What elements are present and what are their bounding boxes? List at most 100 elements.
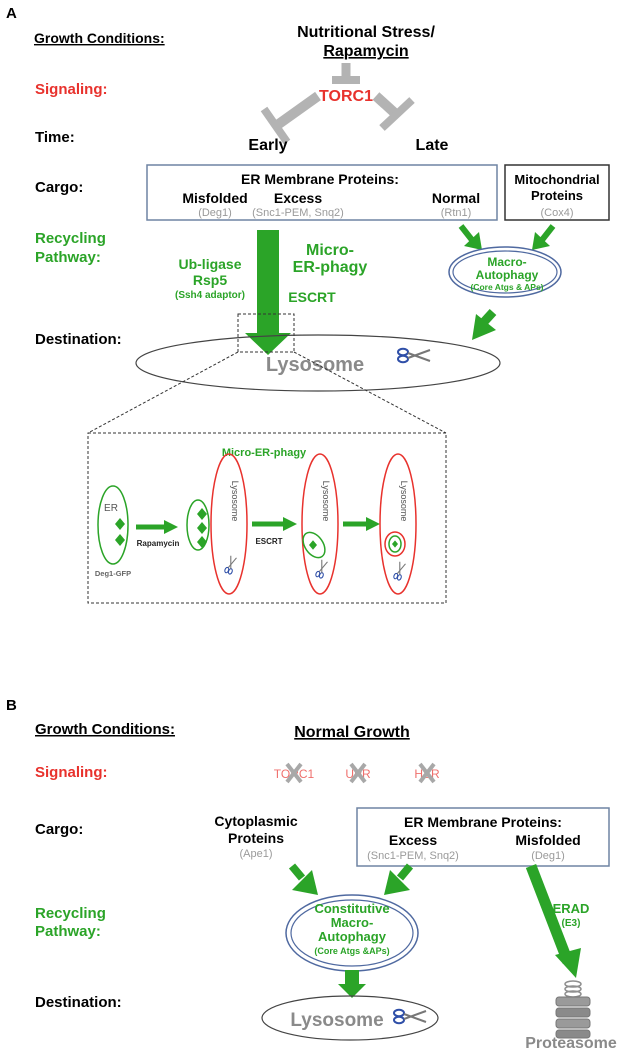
b-cyto-sub: (Ape1): [239, 848, 272, 860]
inset-er-label: ER: [104, 503, 118, 514]
inset-lysosome-1: [210, 453, 248, 595]
inset-deg1-icon-4: [197, 522, 207, 534]
a-torc1-label: TORC1: [319, 88, 373, 105]
b-er-membrane-box: [356, 807, 610, 867]
a-mito-label-2: Proteins: [531, 188, 583, 203]
b-macro-label-3: Autophagy: [318, 929, 387, 944]
autophagy-to-lysosome-arrow-icon: [472, 308, 497, 340]
normal-to-autophagy-arrow-icon: [458, 224, 482, 250]
inset-lysosome-3: [379, 453, 417, 595]
inset-rapamycin-arrow-icon: [136, 520, 178, 534]
inset-invagination-icon: [302, 531, 326, 559]
inset-er-docked-icon: [186, 499, 210, 551]
b-cyto-to-autophagy-arrow-icon: [288, 863, 318, 895]
inset-escrt-label: ESCRT: [255, 537, 282, 546]
b-signal-hsr-cross-icon: [418, 762, 436, 784]
b-signal-upr-cross-icon: [349, 762, 367, 784]
b-signaling-label: Signaling:: [35, 764, 108, 781]
a-macro-label-1: Macro-: [487, 255, 526, 269]
mito-to-autophagy-arrow-icon: [532, 224, 556, 250]
a-mito-sub: (Cox4): [540, 207, 573, 219]
b-scissors-icon: [393, 1008, 427, 1025]
micro-er-phagy-arrow-icon: [245, 230, 291, 355]
torc1-inhibits-early-icon: [260, 91, 321, 145]
b-cargo-label: Cargo:: [35, 821, 83, 838]
a-time-label: Time:: [35, 129, 75, 146]
a-misfolded-sub: (Deg1): [198, 207, 232, 219]
b-excess-sub: (Snc1-PEM, Snq2): [367, 850, 459, 862]
a-micro-label-1: Micro-: [306, 242, 354, 259]
inset-vesicle-inner-icon: [388, 535, 402, 553]
panel-b-label: B: [6, 697, 17, 714]
panel-a-label: A: [6, 5, 17, 22]
a-pathway-label-1: Recycling: [35, 230, 106, 247]
b-erad-label: ERAD: [553, 901, 590, 916]
a-signaling-label: Signaling:: [35, 81, 108, 98]
a-normal-label: Normal: [432, 190, 480, 206]
b-excess-to-autophagy-arrow-icon: [384, 863, 414, 895]
b-erad-arrow-icon: [525, 864, 581, 978]
a-excess-sub: (Snc1-PEM, Snq2): [252, 207, 344, 219]
b-normal-growth-label: Normal Growth: [294, 724, 410, 741]
b-cyto-label-1: Cytoplasmic: [214, 813, 297, 829]
inset-er-icon: [97, 485, 129, 565]
a-cargo-label: Cargo:: [35, 179, 83, 196]
b-destination-label: Destination:: [35, 994, 122, 1011]
a-scissors-icon: [397, 347, 431, 364]
inset-box: [87, 432, 447, 604]
torc1-inhibits-late-icon: [372, 92, 415, 131]
inset-deg1-icon-1: [115, 518, 125, 530]
a-escrt-label: ESCRT: [288, 289, 336, 305]
b-macro-sub: (Core Atgs &APs): [314, 946, 389, 956]
a-early-label: Early: [248, 137, 287, 154]
a-lysosome-label: Lysosome: [266, 354, 364, 376]
a-macro-sub: (Core Atgs & APs): [470, 282, 543, 292]
b-growth-label: Growth Conditions:: [35, 721, 175, 738]
b-pathway-label-1: Recycling: [35, 905, 106, 922]
inset-scissors-icon-3: [392, 560, 407, 582]
b-lysosome-ellipse: [261, 995, 439, 1041]
b-macro-label-2: Macro-: [331, 915, 374, 930]
a-mito-box: [504, 164, 610, 221]
a-stress-text-1: Nutritional Stress/: [297, 24, 435, 41]
inset-lysosome-3-label: Lysosome: [399, 481, 409, 522]
a-zoom-line-left: [87, 351, 239, 434]
inset-rapamycin-label: Rapamycin: [137, 539, 180, 548]
inset-lysosome-2-label: Lysosome: [321, 481, 331, 522]
a-destination-label: Destination:: [35, 331, 122, 348]
a-excess-label: Excess: [274, 190, 322, 206]
inset-deg1-icon-7: [392, 540, 398, 548]
inset-deg1-icon-3: [197, 508, 207, 520]
b-misfolded-sub: (Deg1): [531, 850, 565, 862]
a-lysosome-ellipse: [135, 334, 501, 392]
b-signal-torc1-cross-icon: [285, 762, 303, 784]
a-macro-autophagy-outer: [448, 246, 562, 298]
a-normal-sub: (Rtn1): [441, 207, 472, 219]
a-macro-autophagy-inner: [452, 250, 558, 294]
inset-vesicle-outer-icon: [384, 531, 406, 557]
b-cyto-label-2: Proteins: [228, 830, 284, 846]
a-growth-label: Growth Conditions:: [34, 30, 165, 46]
b-er-box-title: ER Membrane Proteins:: [404, 814, 562, 830]
stress-inhibits-torc1-icon: [332, 63, 360, 84]
b-autophagy-to-lysosome-arrow-icon: [338, 970, 366, 998]
a-macro-label-2: Autophagy: [476, 268, 539, 282]
a-misfolded-label: Misfolded: [182, 190, 247, 206]
a-mito-label-1: Mitochondrial: [514, 172, 599, 187]
inset-deg1-icon-5: [197, 536, 207, 548]
proteasome-icon: [555, 980, 591, 1039]
inset-deg1-icon-2: [115, 534, 125, 546]
inset-scissors-icon-1: [223, 554, 238, 576]
b-proteasome-label: Proteasome: [525, 1035, 617, 1050]
inset-title: Micro-ER-phagy: [222, 447, 307, 459]
a-ub-ligase-label: Ub-ligase: [178, 256, 241, 272]
inset-final-arrow-icon: [343, 517, 380, 531]
a-stress-text-2: Rapamycin: [323, 43, 408, 60]
inset-scissors-icon-2: [314, 558, 329, 580]
inset-deg1-icon-6: [309, 540, 317, 550]
inset-deg1-label: Deg1-GFP: [95, 569, 131, 578]
a-er-membrane-box: [146, 164, 498, 221]
a-ssh4-label: (Ssh4 adaptor): [175, 290, 245, 301]
